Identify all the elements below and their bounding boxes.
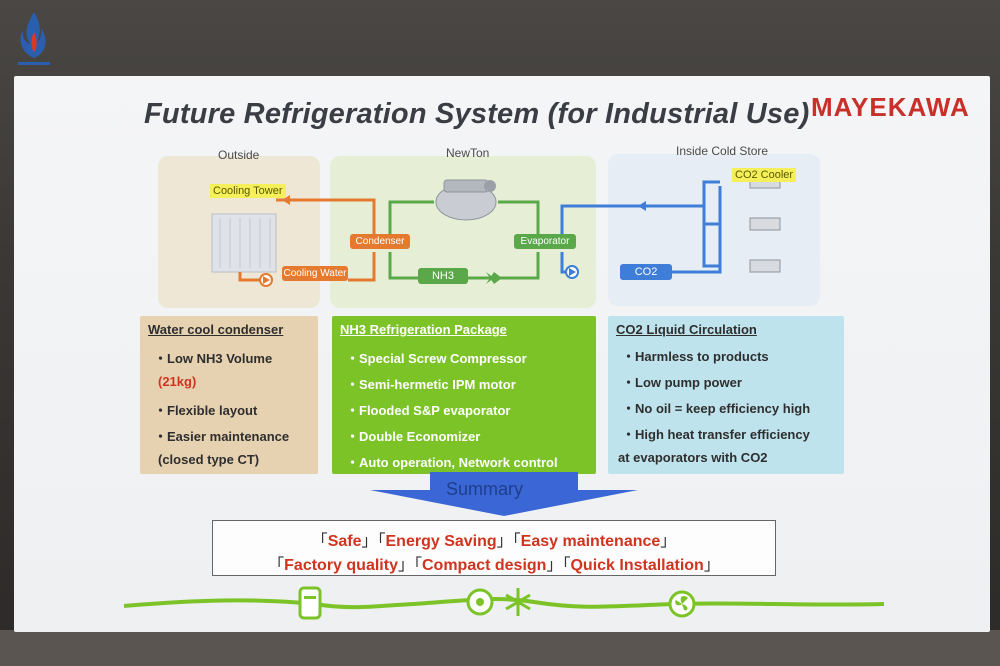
screw-compressor-icon <box>435 179 497 221</box>
co2-circulation-heading: CO2 Liquid Circulation <box>616 322 757 337</box>
summary-arrow-icon <box>370 472 638 516</box>
brand-logo: MAYEKAWA <box>811 92 970 122</box>
summary-label: Summary <box>446 479 524 499</box>
co2-cooler-tag: CO2 Cooler <box>732 168 797 182</box>
summary-line-1: 「Safe」「Energy Saving」「Easy maintenance」 <box>311 533 677 550</box>
list-item: ・Easier maintenance <box>154 429 290 444</box>
summary-line-2: 「Factory quality」「Compact design」「Quick … <box>268 557 720 574</box>
newton-label: NewTon <box>446 146 490 160</box>
list-item: (closed type CT) <box>158 452 260 467</box>
fan-icon <box>668 590 696 618</box>
list-item: ・High heat transfer efficiency <box>622 427 810 442</box>
inside-label: Inside Cold Store <box>676 144 769 158</box>
co2-cooler-icon <box>749 175 781 273</box>
list-item: ・Special Screw Compressor <box>346 351 527 366</box>
co2-box: CO2 <box>620 264 672 280</box>
water-cool-condenser-box: Water cool condenser ・Low NH3 Volume (21… <box>140 316 318 474</box>
water-cool-heading: Water cool condenser <box>148 322 284 337</box>
slide-title: Future Refrigeration System (for Industr… <box>144 98 810 130</box>
evaporator-box: Evaporator <box>514 234 576 249</box>
list-item: ・Flooded S&P evaporator <box>346 403 511 418</box>
list-item: at evaporators with CO2 <box>618 450 768 465</box>
summary-item: Safe <box>327 533 362 550</box>
decorative-wave <box>123 586 885 620</box>
nh3-box: NH3 <box>418 268 468 284</box>
cooling-water-box: Cooling Water <box>282 266 348 281</box>
list-item: ・Double Economizer <box>346 429 481 444</box>
list-item: ・No oil = keep efficiency high <box>622 401 811 416</box>
plug-icon <box>298 586 322 620</box>
gear-icon <box>466 588 494 616</box>
list-item: ・Semi-hermetic IPM motor <box>346 377 516 392</box>
cooling-tower-tag: Cooling Tower <box>210 184 286 198</box>
summary-item: Factory quality <box>284 557 398 574</box>
flow-diagram <box>211 175 781 287</box>
summary-item: Compact design <box>421 557 547 574</box>
flame-logo-icon <box>18 12 50 65</box>
cooling-tower-icon <box>211 213 277 273</box>
summary-item: Energy Saving <box>385 533 497 550</box>
nh3-package-box: NH3 Refrigeration Package ・Special Screw… <box>332 316 596 474</box>
summary-box: 「Safe」「Energy Saving」「Easy maintenance」 … <box>212 520 776 576</box>
list-item: ・Low pump power <box>622 375 742 390</box>
list-item: ・Harmless to products <box>622 349 769 364</box>
condenser-box: Condenser <box>350 234 410 249</box>
list-item: ・Low NH3 Volume <box>154 351 273 366</box>
list-item: (21kg) <box>158 374 197 389</box>
co2-circulation-box: CO2 Liquid Circulation ・Harmless to prod… <box>608 316 844 474</box>
background-floor <box>0 630 1000 666</box>
outside-label: Outside <box>218 148 260 162</box>
list-item: ・Auto operation, Network control <box>346 455 558 470</box>
snowflake-icon <box>505 588 531 616</box>
summary-item: Easy maintenance <box>520 533 661 550</box>
list-item: ・Flexible layout <box>154 403 258 418</box>
summary-item: Quick Installation <box>570 557 704 574</box>
presentation-slide: Future Refrigeration System (for Industr… <box>14 76 990 632</box>
nh3-package-heading: NH3 Refrigeration Package <box>340 322 507 337</box>
